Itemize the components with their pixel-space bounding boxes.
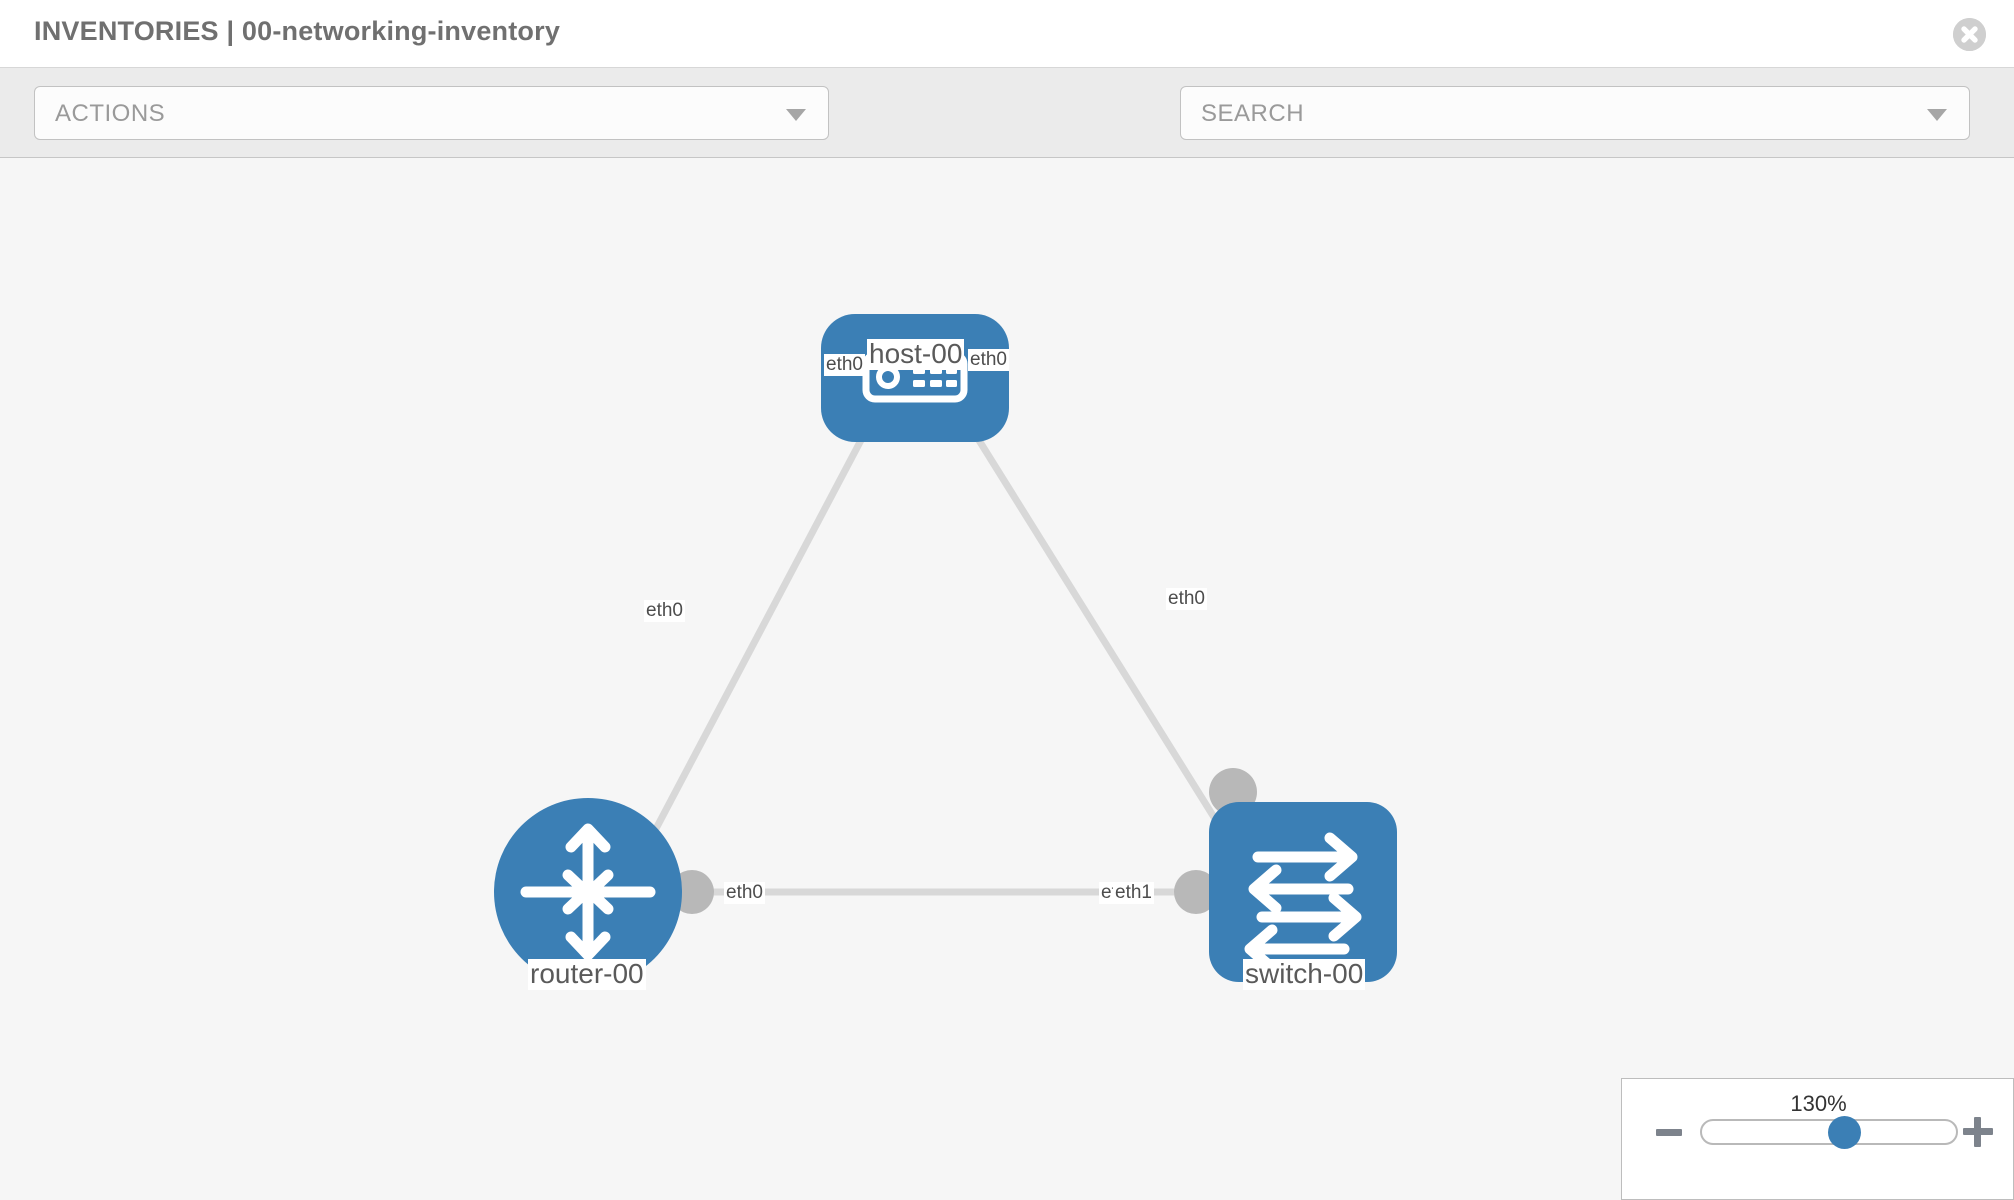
actions-dropdown[interactable]: ACTIONS	[34, 86, 829, 140]
chevron-down-icon	[786, 109, 806, 121]
page-title: INVENTORIES | 00-networking-inventory	[34, 16, 561, 46]
node-label-router-00: router-00	[528, 958, 646, 990]
node-router-00[interactable]	[494, 798, 682, 986]
topology-graph	[494, 314, 1397, 986]
node-label-host-00: host-00	[867, 338, 965, 370]
zoom-out-button[interactable]	[1656, 1129, 1682, 1136]
search-placeholder: SEARCH	[1201, 100, 1305, 127]
edge-label-switch-up-eth0: eth0	[1166, 588, 1207, 610]
edge-label-switch-left-eth1: eth1	[1113, 882, 1154, 904]
node-switch-00[interactable]	[1209, 802, 1397, 982]
search-input[interactable]: SEARCH	[1180, 86, 1970, 140]
edge-label-host-right-eth0: eth0	[968, 349, 1009, 371]
edge-host-switch	[944, 387, 1243, 861]
zoom-slider-thumb[interactable]	[1828, 1116, 1862, 1149]
node-host-00[interactable]	[821, 314, 1009, 442]
node-label-switch-00: switch-00	[1243, 958, 1366, 990]
topology-canvas[interactable]: host-00 router-00 switch-00 eth0 eth0 et…	[0, 159, 2014, 1200]
zoom-level-text: 130%	[1790, 1091, 1847, 1116]
edge-host-router	[636, 387, 892, 861]
router-arrows-icon	[520, 823, 656, 961]
zoom-in-button[interactable]	[1963, 1117, 1993, 1147]
edge-label-router-right-eth0: eth0	[724, 882, 765, 904]
zoom-control-panel: 130%	[1621, 1078, 2014, 1200]
connector-switch-left	[1174, 870, 1218, 914]
edge-label-host-left-eth0: eth0	[824, 354, 865, 376]
close-icon[interactable]	[1953, 18, 1986, 51]
toolbar: ACTIONS SEARCH	[0, 68, 2014, 198]
page-header: INVENTORIES | 00-networking-inventory	[0, 0, 2014, 68]
edge-label-router-up-eth0: eth0	[644, 600, 685, 622]
actions-dropdown-label: ACTIONS	[55, 100, 166, 127]
chevron-down-icon	[1927, 109, 1947, 121]
